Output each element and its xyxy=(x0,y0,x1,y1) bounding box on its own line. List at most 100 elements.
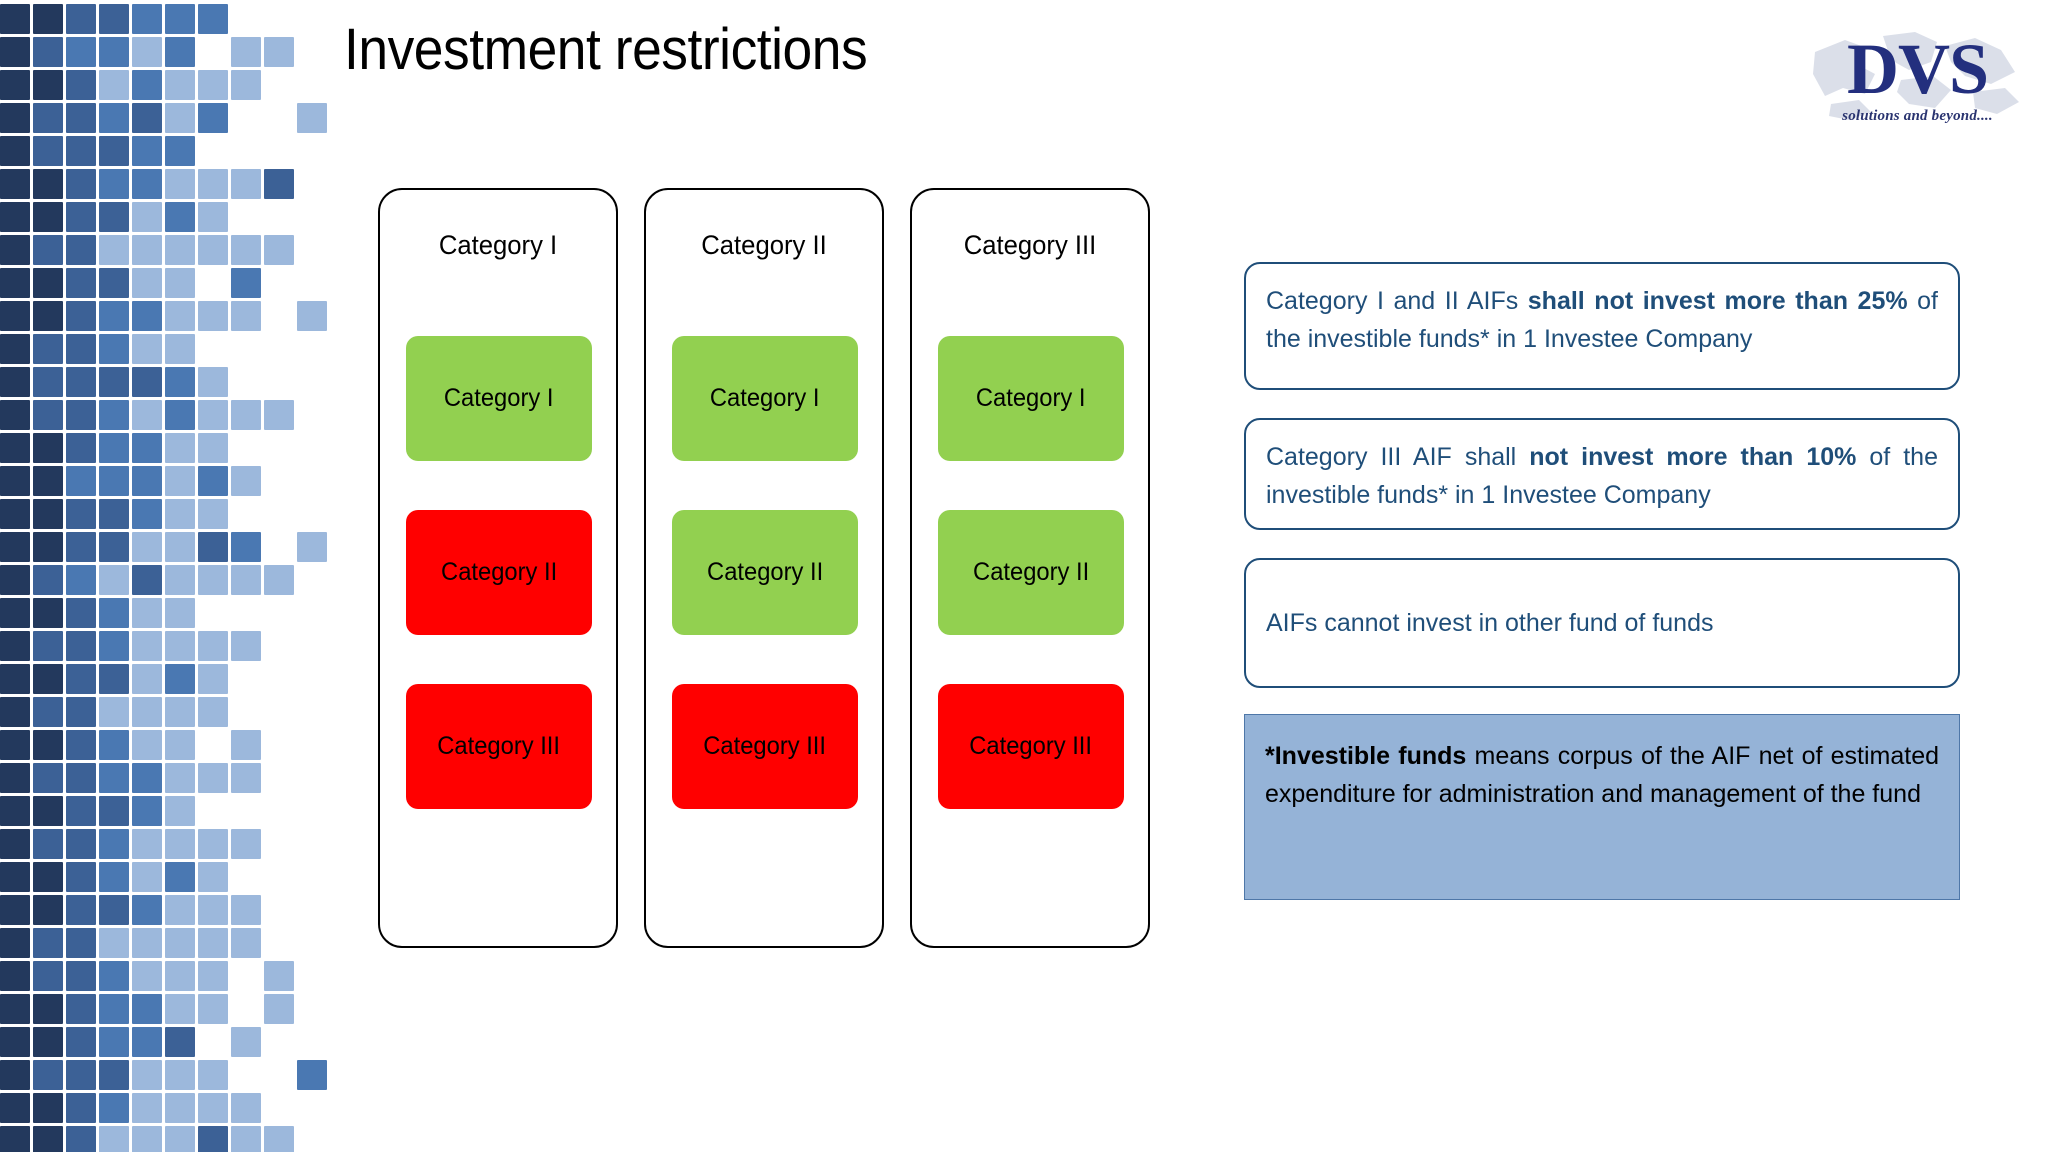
mosaic-tile xyxy=(132,1126,162,1152)
mosaic-tile xyxy=(66,961,96,991)
mosaic-tile xyxy=(33,1093,63,1123)
mosaic-tile xyxy=(33,37,63,67)
mosaic-tile xyxy=(264,994,294,1024)
mosaic-tile xyxy=(198,1060,228,1090)
category-status-tile-label: Category III xyxy=(969,732,1093,760)
mosaic-tile xyxy=(165,1126,195,1152)
mosaic-tile xyxy=(99,895,129,925)
mosaic-tile xyxy=(165,961,195,991)
logo-tagline: solutions and beyond.... xyxy=(1842,108,1993,124)
mosaic-tile xyxy=(132,301,162,331)
mosaic-tile xyxy=(231,763,261,793)
mosaic-tile xyxy=(99,301,129,331)
mosaic-tile xyxy=(0,829,30,859)
mosaic-tile xyxy=(132,235,162,265)
category-status-tile-allowed: Category I xyxy=(938,336,1124,461)
mosaic-tile xyxy=(231,928,261,958)
mosaic-tile xyxy=(165,1027,195,1057)
mosaic-tile xyxy=(165,136,195,166)
mosaic-tile xyxy=(264,565,294,595)
mosaic-tile xyxy=(33,763,63,793)
mosaic-tile xyxy=(165,499,195,529)
globe-icon xyxy=(1813,32,2019,120)
mosaic-tile xyxy=(33,400,63,430)
mosaic-tile xyxy=(66,4,96,34)
mosaic-tile xyxy=(198,961,228,991)
mosaic-tile xyxy=(231,730,261,760)
mosaic-tile xyxy=(99,565,129,595)
mosaic-tile xyxy=(165,697,195,727)
mosaic-tile xyxy=(231,631,261,661)
category-status-tile-label: Category III xyxy=(437,732,561,760)
mosaic-tile xyxy=(132,103,162,133)
category-status-tile-label: Category II xyxy=(706,558,824,586)
mosaic-tile xyxy=(165,466,195,496)
category-status-tile-restricted: Category III xyxy=(672,684,858,809)
mosaic-tile xyxy=(132,268,162,298)
mosaic-tile xyxy=(66,37,96,67)
mosaic-tile xyxy=(132,961,162,991)
mosaic-tile xyxy=(198,1126,228,1152)
mosaic-tile xyxy=(231,169,261,199)
mosaic-tile xyxy=(33,1126,63,1152)
mosaic-tile xyxy=(132,70,162,100)
mosaic-tile xyxy=(33,202,63,232)
mosaic-tile xyxy=(0,169,30,199)
mosaic-tile xyxy=(198,862,228,892)
mosaic-tile xyxy=(165,301,195,331)
mosaic-tile xyxy=(0,334,30,364)
mosaic-tile xyxy=(165,268,195,298)
mosaic-tile xyxy=(99,367,129,397)
callout-text: AIFs cannot invest in other fund of fund… xyxy=(1266,609,1714,637)
mosaic-tile xyxy=(132,730,162,760)
mosaic-tile xyxy=(264,235,294,265)
mosaic-tile xyxy=(132,1060,162,1090)
mosaic-tile xyxy=(33,466,63,496)
mosaic-tile xyxy=(99,532,129,562)
mosaic-tile xyxy=(165,664,195,694)
mosaic-tile xyxy=(132,400,162,430)
mosaic-tile xyxy=(66,103,96,133)
mosaic-tile xyxy=(165,1093,195,1123)
mosaic-tile xyxy=(66,235,96,265)
category-column-header: Category I xyxy=(438,230,558,260)
company-logo: DVS solutions and beyond.... xyxy=(1805,22,2030,137)
mosaic-tile xyxy=(198,1093,228,1123)
logo-wordmark: DVS xyxy=(1846,29,1989,109)
mosaic-tile xyxy=(66,202,96,232)
mosaic-tile xyxy=(132,4,162,34)
mosaic-tile xyxy=(231,532,261,562)
mosaic-tile xyxy=(0,301,30,331)
mosaic-tile xyxy=(0,367,30,397)
mosaic-tile xyxy=(198,631,228,661)
mosaic-tile xyxy=(33,136,63,166)
category-status-tile-label: Category II xyxy=(440,558,558,586)
mosaic-tile xyxy=(198,169,228,199)
mosaic-tile xyxy=(132,1027,162,1057)
mosaic-tile xyxy=(132,466,162,496)
mosaic-tile xyxy=(66,169,96,199)
mosaic-tile xyxy=(0,499,30,529)
mosaic-tile xyxy=(0,400,30,430)
mosaic-tile xyxy=(132,433,162,463)
mosaic-tile xyxy=(99,598,129,628)
mosaic-tile xyxy=(66,334,96,364)
mosaic-tile xyxy=(0,1060,30,1090)
mosaic-tile xyxy=(99,631,129,661)
mosaic-tile xyxy=(0,565,30,595)
mosaic-tile xyxy=(0,862,30,892)
mosaic-tile xyxy=(165,829,195,859)
mosaic-tile xyxy=(33,565,63,595)
mosaic-tile xyxy=(66,1060,96,1090)
mosaic-tile xyxy=(132,697,162,727)
mosaic-tile xyxy=(132,1093,162,1123)
mosaic-tile xyxy=(198,202,228,232)
mosaic-tile xyxy=(66,466,96,496)
mosaic-tile xyxy=(99,763,129,793)
mosaic-tile xyxy=(66,499,96,529)
mosaic-tile xyxy=(99,202,129,232)
mosaic-tile xyxy=(99,1027,129,1057)
mosaic-tile xyxy=(33,4,63,34)
mosaic-tile xyxy=(33,103,63,133)
mosaic-tile xyxy=(99,664,129,694)
